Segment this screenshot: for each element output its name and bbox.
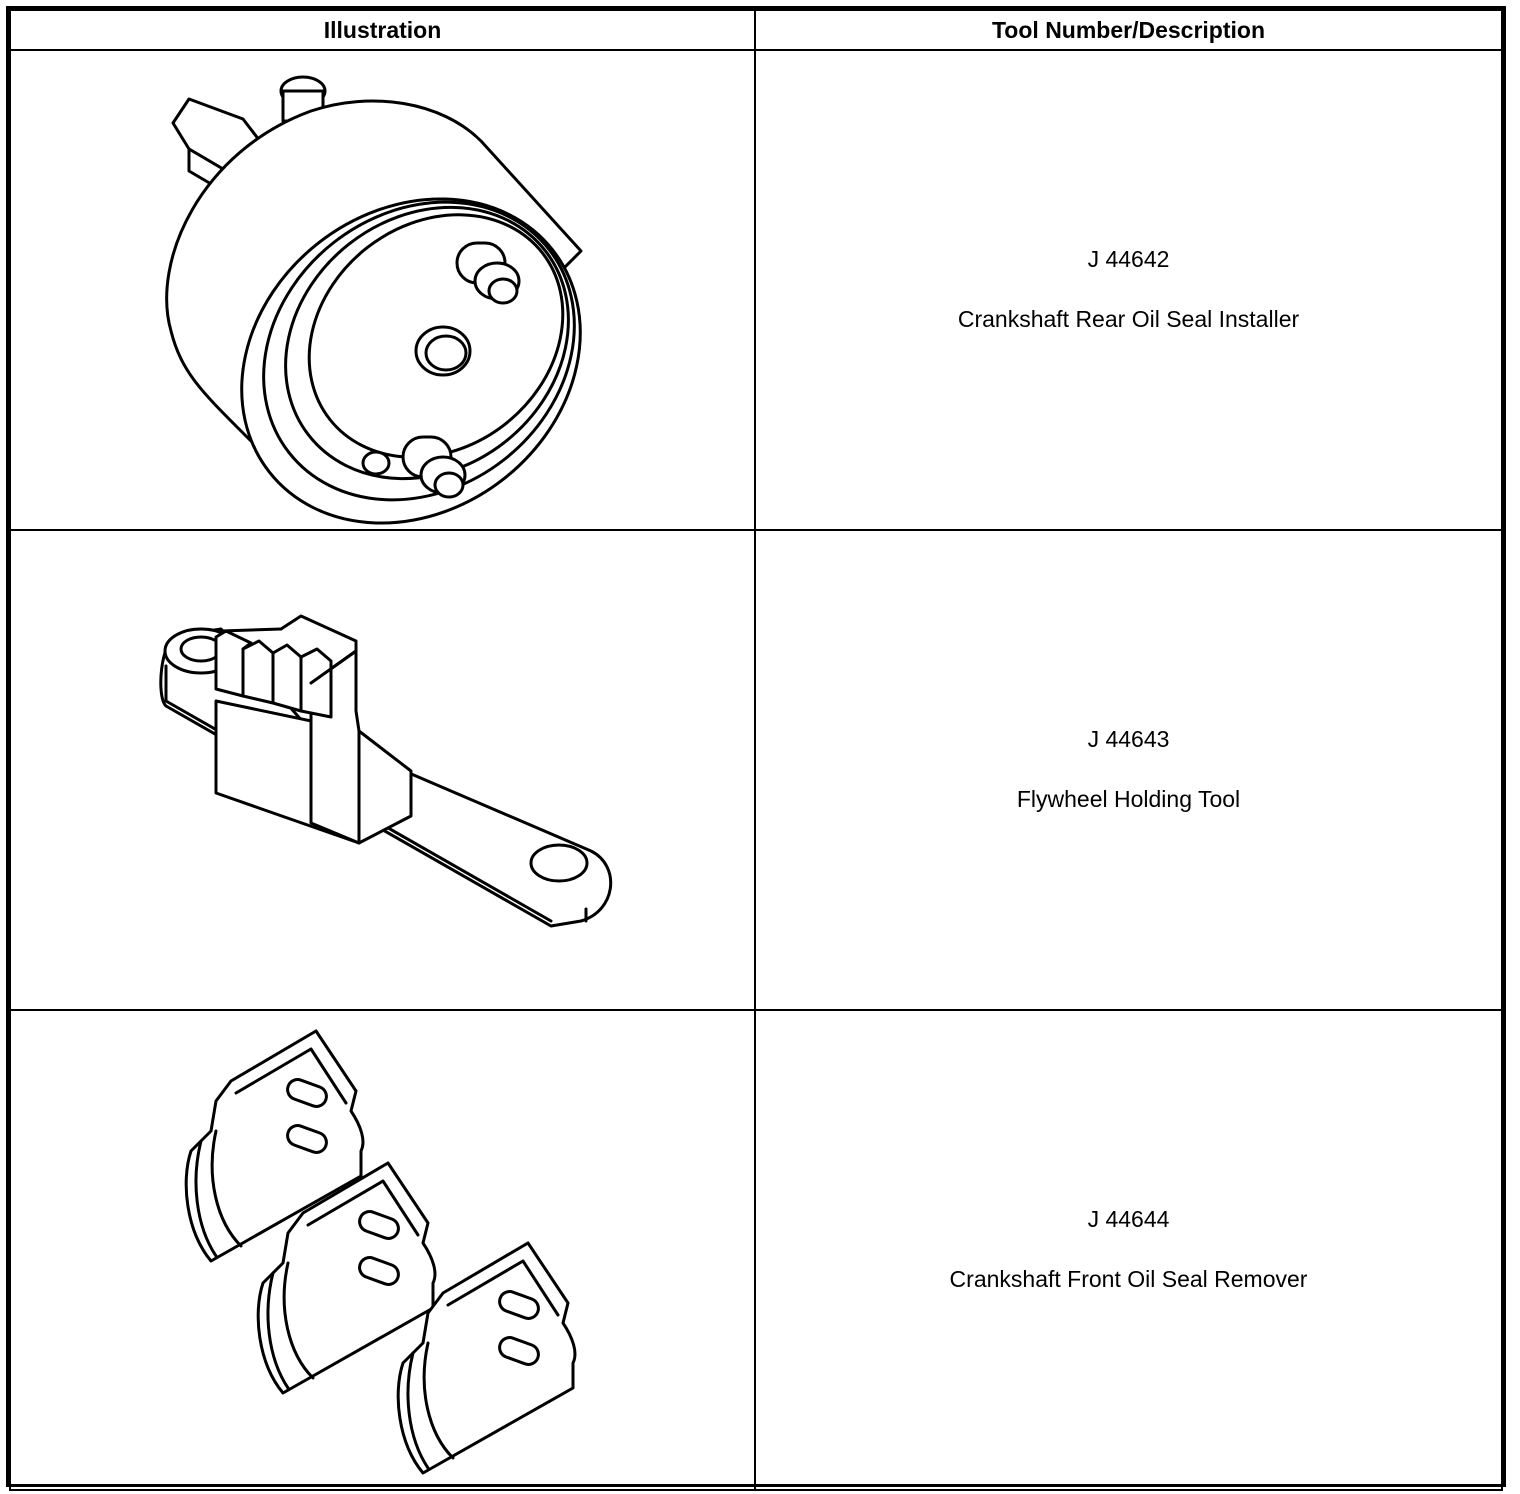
tool-number: J 44643 xyxy=(1087,726,1170,753)
table-row: J 44643 Flywheel Holding Tool xyxy=(9,529,1503,1011)
illustration-cell xyxy=(9,49,756,531)
header-illustration: Illustration xyxy=(9,9,756,51)
tools-table: Illustration Tool Number/Description xyxy=(9,9,1503,1491)
description-cell: J 44644 Crankshaft Front Oil Seal Remove… xyxy=(754,1009,1503,1491)
header-row: Illustration Tool Number/Description xyxy=(9,9,1503,51)
table-row: J 44644 Crankshaft Front Oil Seal Remove… xyxy=(9,1009,1503,1491)
illustration-cell xyxy=(9,529,756,1011)
tool-table: Illustration Tool Number/Description xyxy=(6,6,1506,1491)
illustration-cell xyxy=(9,1009,756,1491)
tool-number: J 44644 xyxy=(1087,1206,1170,1233)
tool-name: Crankshaft Front Oil Seal Remover xyxy=(949,1266,1308,1292)
tool-number: J 44642 xyxy=(1087,246,1170,273)
table-row: J 44642 Crankshaft Rear Oil Seal Install… xyxy=(9,49,1503,531)
seal-remover-drawing-icon xyxy=(184,1029,577,1475)
tool-name: Flywheel Holding Tool xyxy=(1016,786,1241,812)
seal-installer-drawing-icon xyxy=(165,75,583,525)
flywheel-holder-drawing-icon xyxy=(159,614,613,928)
header-description: Tool Number/Description xyxy=(754,9,1503,51)
tool-name: Crankshaft Rear Oil Seal Installer xyxy=(957,306,1300,332)
description-cell: J 44642 Crankshaft Rear Oil Seal Install… xyxy=(754,49,1503,531)
description-cell: J 44643 Flywheel Holding Tool xyxy=(754,529,1503,1011)
